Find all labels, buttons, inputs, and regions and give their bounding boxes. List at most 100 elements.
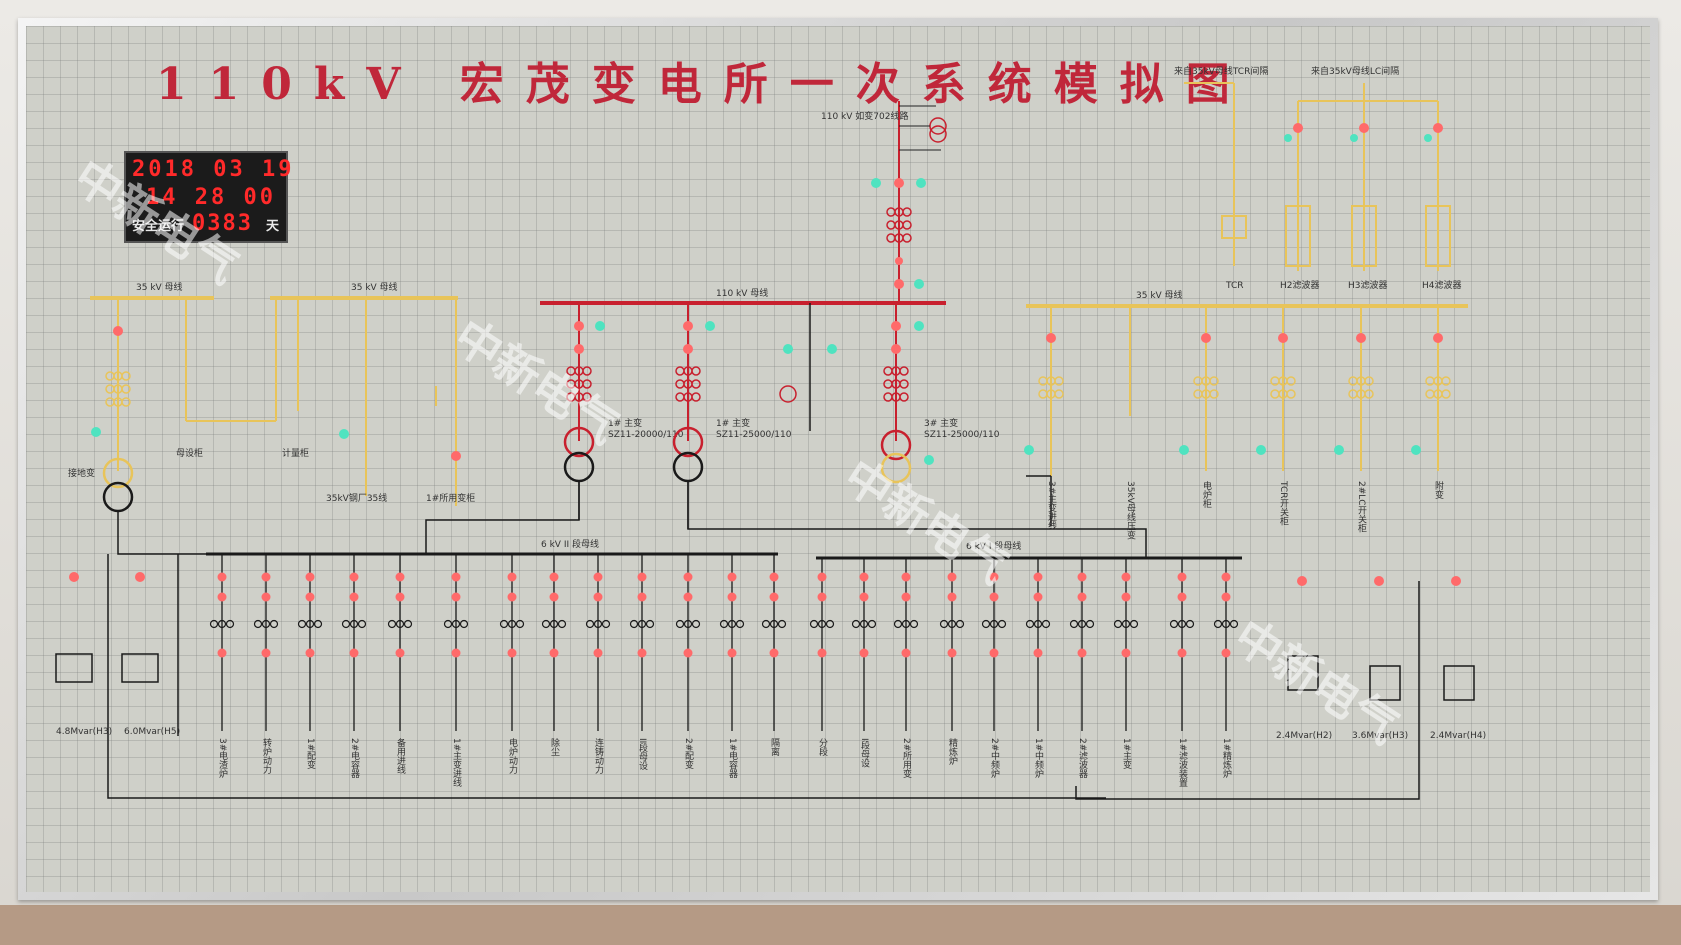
cap-bank-1-label: 4.8Mvar(H3) bbox=[56, 727, 112, 737]
lamp-red bbox=[1177, 592, 1187, 602]
lamp-red bbox=[769, 592, 779, 602]
lamp-red bbox=[947, 592, 957, 602]
feeder-label: 连铸动力 bbox=[593, 737, 604, 775]
lamp-red bbox=[989, 592, 999, 602]
ct-icon bbox=[313, 619, 323, 629]
tr2-label: 1# 主变 bbox=[716, 417, 750, 429]
lamp-green bbox=[705, 321, 715, 331]
feeder-label: I段母设 bbox=[859, 738, 870, 769]
feeder-label: 1#中频炉 bbox=[1033, 738, 1044, 779]
ct-icon bbox=[297, 619, 307, 629]
bay-35kv-label: TCR开关柜 bbox=[1278, 480, 1289, 526]
lamp-red bbox=[1278, 333, 1288, 343]
ct-icon bbox=[593, 619, 603, 629]
ct-icon bbox=[761, 619, 771, 629]
lamp-green bbox=[1334, 445, 1344, 455]
lamp-red bbox=[769, 648, 779, 658]
ct-icon bbox=[1185, 619, 1195, 629]
feeder-label: 1#电容器 bbox=[727, 738, 738, 778]
lamp-red bbox=[217, 648, 227, 658]
lamp-red bbox=[451, 592, 461, 602]
incoming-line-label: 110 kV 如变702线路 bbox=[821, 110, 908, 122]
ct-icon bbox=[909, 619, 919, 629]
transformer-hv-icon bbox=[880, 429, 912, 461]
lamp-red bbox=[1221, 592, 1231, 602]
lamp-red bbox=[1077, 572, 1087, 582]
tr1-model: SZ11-20000/110 bbox=[608, 430, 684, 440]
lamp-green bbox=[91, 427, 101, 437]
ct-icon bbox=[955, 619, 965, 629]
filter-h4-label: H4滤波器 bbox=[1422, 279, 1462, 291]
ct-icon bbox=[825, 619, 835, 629]
clock-time: 14 28 00 bbox=[146, 185, 276, 210]
lamp-green bbox=[914, 321, 924, 331]
bay-35kv-label: 2#LC开关柜 bbox=[1356, 481, 1367, 533]
ct-icon bbox=[387, 619, 397, 629]
lamp-red bbox=[1221, 572, 1231, 582]
lamp-red bbox=[549, 572, 559, 582]
lamp-red bbox=[135, 572, 145, 582]
ct-icon bbox=[947, 619, 957, 629]
ct-icon bbox=[989, 619, 999, 629]
ct-icon bbox=[1229, 619, 1239, 629]
lamp-red bbox=[451, 648, 461, 658]
lamp-red bbox=[1121, 572, 1131, 582]
feeder-label: 2#配变 bbox=[683, 738, 694, 770]
page-title: 110kV 宏茂变电所一次系统模拟图 bbox=[156, 59, 1252, 110]
lamp-red bbox=[549, 592, 559, 602]
ct-icon bbox=[901, 619, 911, 629]
lamp-red bbox=[683, 344, 693, 354]
ct-icon bbox=[459, 619, 469, 629]
ct-icon bbox=[557, 619, 567, 629]
mimic-panel: 110kV 宏茂变电所一次系统模拟图 2018 03 19 14 28 00 安… bbox=[26, 26, 1650, 892]
feeder-label: 除尘 bbox=[549, 737, 560, 756]
transformer-hv-icon bbox=[563, 426, 595, 458]
ct-icon bbox=[341, 619, 351, 629]
lamp-red bbox=[637, 648, 647, 658]
ct-icon bbox=[939, 619, 949, 629]
tr1-label: 1# 主变 bbox=[608, 417, 642, 429]
lamp-red bbox=[593, 648, 603, 658]
lamp-red bbox=[1221, 648, 1231, 658]
lamp-red bbox=[891, 344, 901, 354]
feeder-label: 隔离 bbox=[769, 738, 780, 757]
feeder-label: 1#主变进线 bbox=[451, 738, 462, 787]
cap-bank-3-label: 2.4Mvar(H2) bbox=[1276, 731, 1332, 741]
lamp-red bbox=[1046, 333, 1056, 343]
lamp-green bbox=[1350, 134, 1358, 142]
lamp-red bbox=[891, 321, 901, 331]
steel-line-label: 35kV钢厂35线 bbox=[326, 492, 387, 504]
ct-icon bbox=[305, 619, 315, 629]
cap-bank-4-label: 3.6Mvar(H3) bbox=[1352, 731, 1408, 741]
lamp-green bbox=[916, 178, 926, 188]
feeder-label: 1#配变 bbox=[305, 738, 316, 770]
bay-35kv-left bbox=[117, 298, 457, 506]
filter-h3-label: H3滤波器 bbox=[1348, 279, 1388, 291]
lamp-red bbox=[683, 648, 693, 658]
ct-icon bbox=[1085, 619, 1095, 629]
6kv-connections bbox=[107, 481, 1420, 800]
lamp-red bbox=[593, 572, 603, 582]
lamp-green bbox=[914, 279, 924, 289]
transformer-hv-icon bbox=[672, 426, 704, 458]
bus-6kv-1-label: 6 kV I 段母线 bbox=[966, 540, 1021, 552]
lamp-red bbox=[593, 592, 603, 602]
ct-icon bbox=[357, 619, 367, 629]
lamp-red bbox=[859, 648, 869, 658]
bays-35kv-right bbox=[1050, 306, 1439, 476]
lamp-red bbox=[1433, 333, 1443, 343]
lamp-red bbox=[895, 257, 903, 265]
bus-35kv-right-label: 35 kV 母线 bbox=[1136, 289, 1183, 301]
feeder-label: 精炼炉 bbox=[947, 737, 958, 766]
ct-icon bbox=[637, 619, 647, 629]
lamp-red bbox=[305, 648, 315, 658]
ct-icon bbox=[217, 619, 227, 629]
bay-35kv-label: 35kV母线压变 bbox=[1125, 481, 1136, 541]
lamp-red bbox=[507, 648, 517, 658]
cap-banks bbox=[55, 653, 1475, 701]
lamp-red bbox=[901, 592, 911, 602]
ct-stacks-yellow-left bbox=[105, 371, 131, 407]
lamp-red bbox=[1121, 648, 1131, 658]
ct-icon bbox=[851, 619, 861, 629]
ct-icon bbox=[349, 619, 359, 629]
